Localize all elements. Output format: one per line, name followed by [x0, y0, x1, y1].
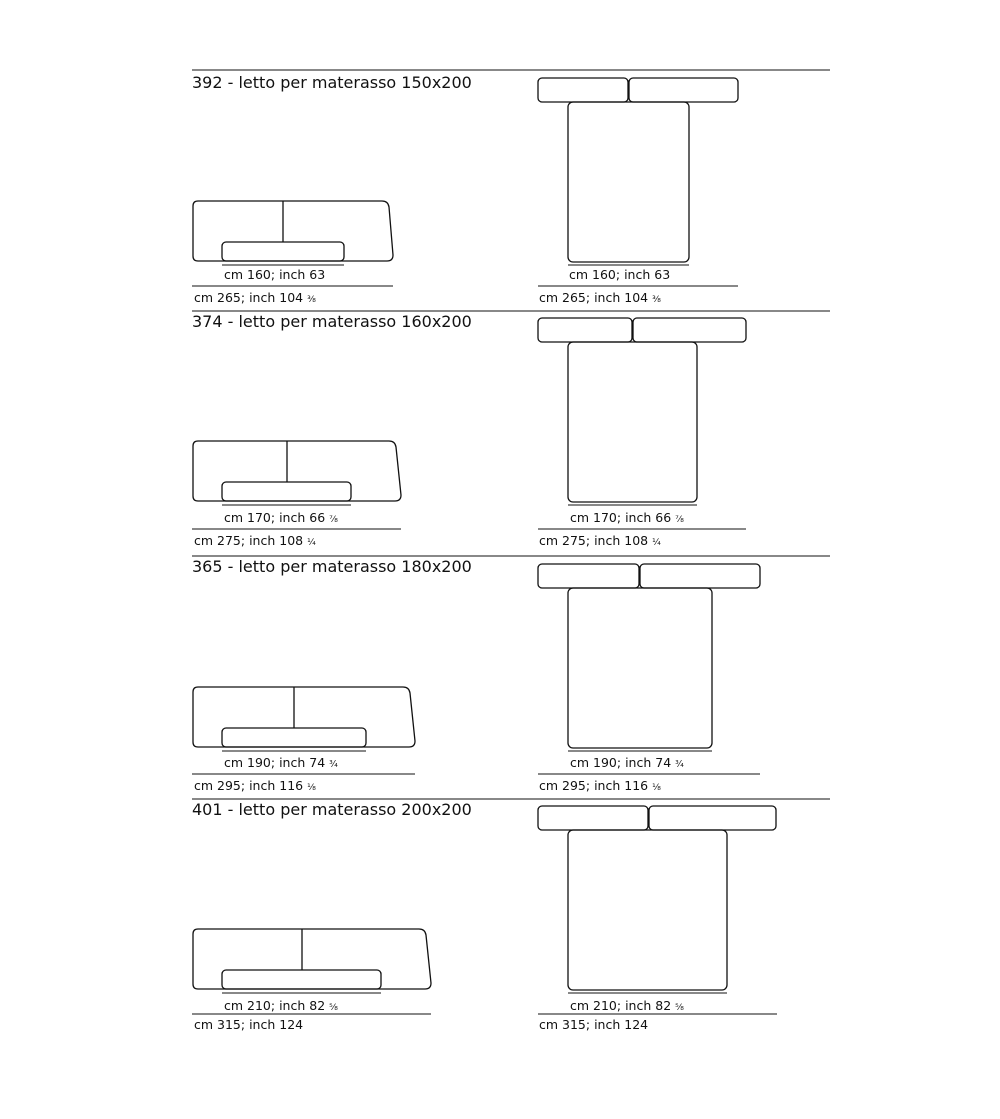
plan-view-drawing	[537, 563, 761, 749]
side-view-drawing	[192, 440, 402, 502]
plan-inner-dimension: cm 190; inch 74 ¾	[570, 755, 684, 770]
plan-headboard-left	[537, 317, 633, 343]
section-374: 374 - letto per materasso 160x200 cm 170…	[192, 310, 830, 548]
plan-headboard-right	[639, 563, 761, 589]
side-outer-dimension: cm 315; inch 124	[194, 1017, 303, 1032]
plan-inner-dimension: cm 210; inch 82 ⅝	[570, 998, 684, 1013]
side-view-mattress	[221, 969, 382, 990]
side-view-mattress	[221, 241, 345, 262]
plan-headboard-left	[537, 77, 629, 103]
plan-headboard-left	[537, 805, 649, 831]
section-title: 401 - letto per materasso 200x200	[192, 800, 472, 819]
side-inner-dimension: cm 170; inch 66 ⅞	[224, 510, 338, 525]
side-inner-dimension: cm 160; inch 63	[224, 267, 325, 282]
plan-headboard-right	[632, 317, 747, 343]
side-view-mattress	[221, 481, 352, 502]
plan-view-drawing	[537, 317, 747, 503]
side-outer-dimension: cm 295; inch 116 ⅛	[194, 778, 316, 793]
side-view-mattress	[221, 727, 367, 748]
plan-bed-frame	[567, 587, 713, 749]
plan-headboard-right	[648, 805, 777, 831]
plan-bed-frame	[567, 829, 728, 991]
section-392: 392 - letto per materasso 150x200 cm 160…	[192, 69, 830, 305]
side-view-drawing	[192, 200, 394, 262]
side-outer-dimension: cm 265; inch 104 ⅜	[194, 290, 316, 305]
plan-view-drawing	[537, 77, 739, 263]
plan-bed-frame	[567, 341, 698, 503]
plan-outer-dimension: cm 265; inch 104 ⅜	[539, 290, 661, 305]
side-view-outline	[192, 440, 402, 502]
side-view-outline	[192, 686, 416, 748]
side-view-drawing	[192, 928, 432, 990]
section-title: 392 - letto per materasso 150x200	[192, 73, 472, 92]
side-view-outline	[192, 928, 432, 990]
plan-bed-frame	[567, 101, 690, 263]
side-inner-dimension: cm 210; inch 82 ⅝	[224, 998, 338, 1013]
side-inner-dimension: cm 190; inch 74 ¾	[224, 755, 338, 770]
section-401: 401 - letto per materasso 200x200 cm 210…	[192, 798, 830, 1032]
section-365: 365 - letto per materasso 180x200 cm 190…	[192, 555, 830, 793]
plan-outer-dimension: cm 295; inch 116 ⅛	[539, 778, 661, 793]
section-title: 374 - letto per materasso 160x200	[192, 312, 472, 331]
section-title: 365 - letto per materasso 180x200	[192, 557, 472, 576]
side-view-outline	[192, 200, 394, 262]
plan-inner-dimension: cm 170; inch 66 ⅞	[570, 510, 684, 525]
plan-headboard-right	[628, 77, 739, 103]
side-outer-dimension: cm 275; inch 108 ¼	[194, 533, 316, 548]
plan-outer-dimension: cm 315; inch 124	[539, 1017, 648, 1032]
plan-inner-dimension: cm 160; inch 63	[569, 267, 670, 282]
side-view-drawing	[192, 686, 416, 748]
plan-headboard-left	[537, 563, 640, 589]
plan-view-drawing	[537, 805, 777, 991]
plan-outer-dimension: cm 275; inch 108 ¼	[539, 533, 661, 548]
